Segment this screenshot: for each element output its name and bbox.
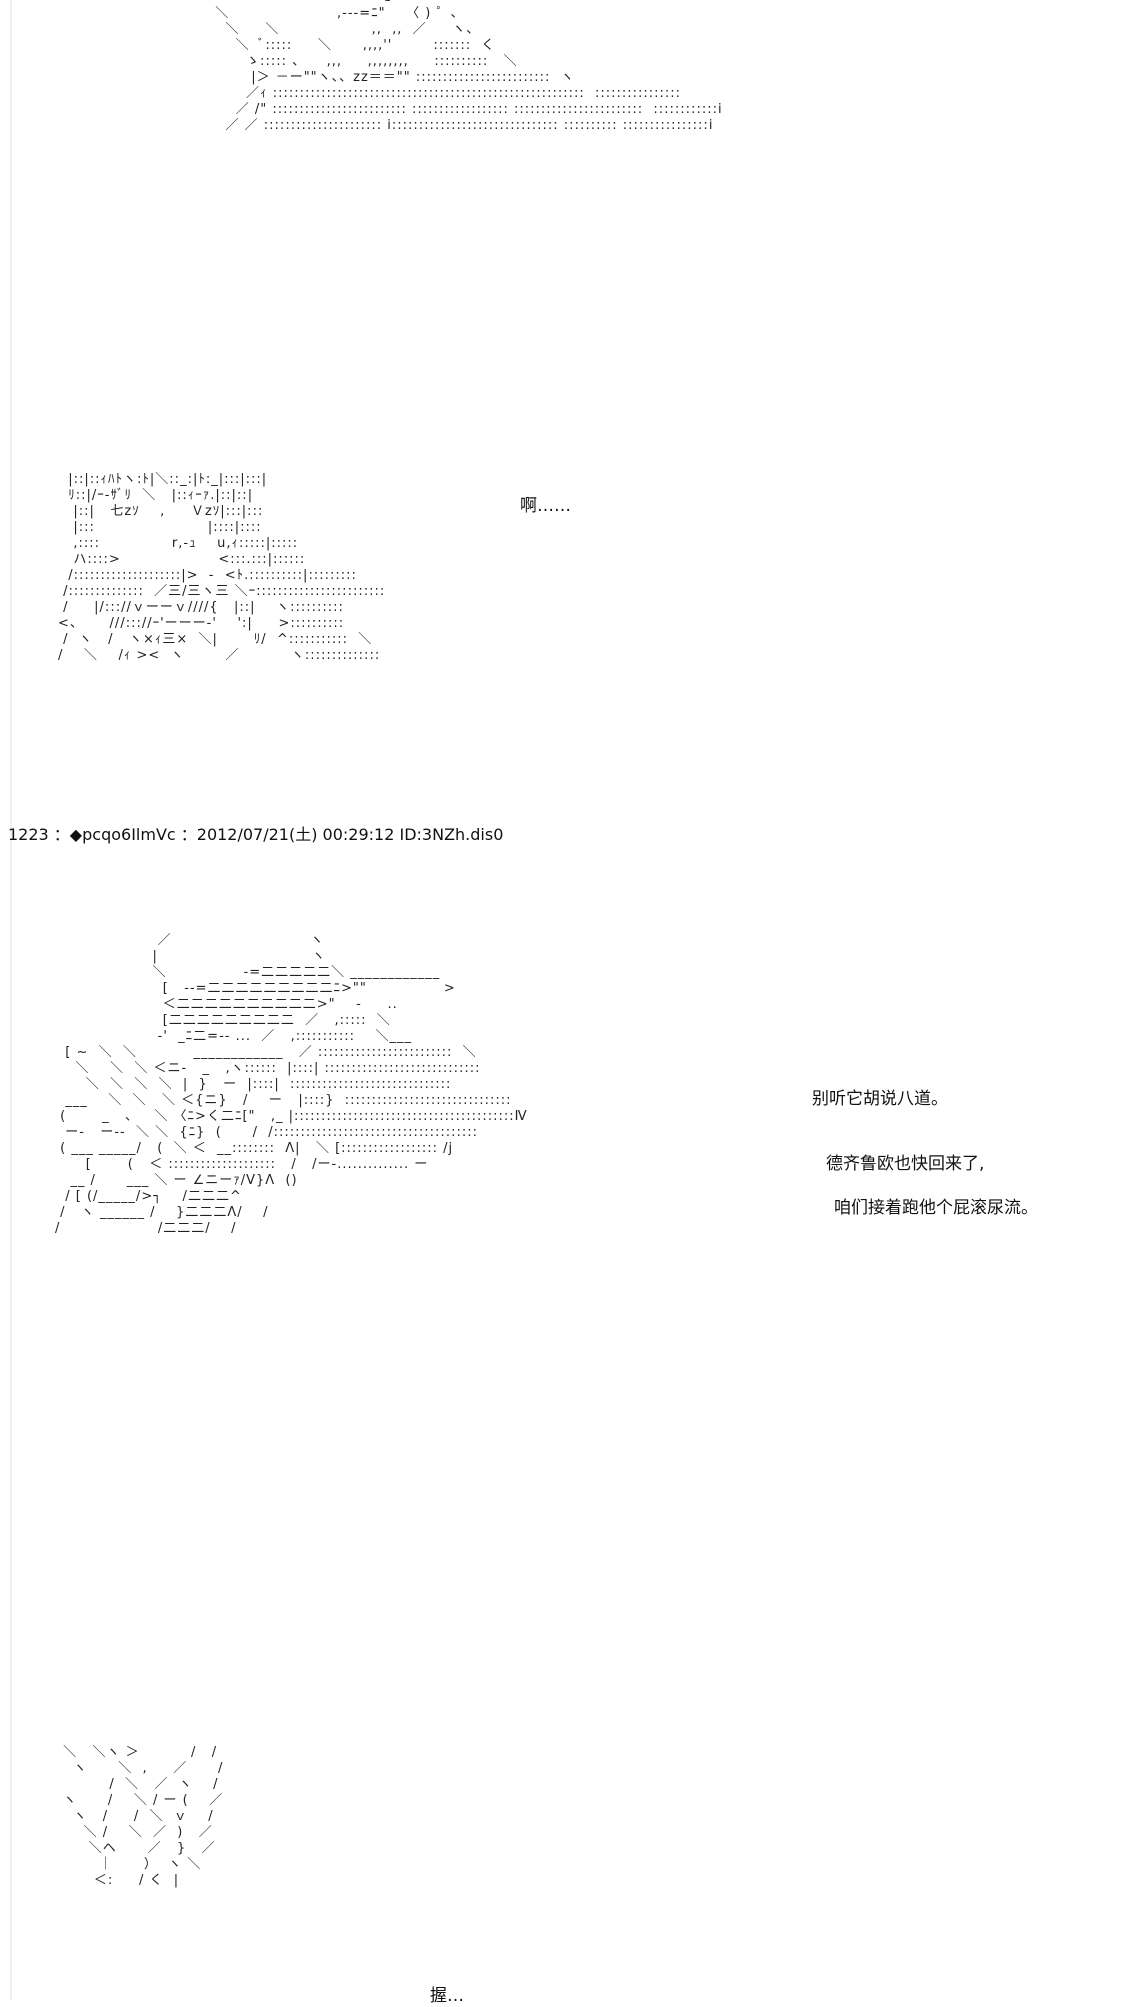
dialogue-line-3: 咱们接着跑他个屁滚尿流。 bbox=[834, 1198, 1038, 1218]
ascii-art-sleeping-creature: ー--ｭ丶 ＼ ,---=ﾆ" 〈 ) ゜、 ＼ ＼ ,, ,, ／ ヽ、 ＼ … bbox=[215, 0, 723, 133]
page-left-border bbox=[10, 0, 12, 2000]
dialogue-ah: 啊…… bbox=[520, 496, 571, 516]
dialogue-grab: 握… bbox=[430, 1986, 464, 2006]
ascii-art-bottom-figure: ＼ ＼ヽ ＞ / / ヽ ＼ , ／ / / ＼ ／ ヽ / ヽ / ＼ / ー… bbox=[63, 1745, 224, 1888]
ascii-art-character-closeup: |::|::ｨﾊﾄヽ:ﾄ|＼::_:|ﾄ:_|:::|:::| ﾘ::|/ｰ-ｻ… bbox=[58, 472, 386, 663]
post-header: 1223 ：◆pcqo6IlmVc ：2012/07/21(土) 00:29:1… bbox=[8, 825, 504, 844]
dialogue-line-2: 德齐鲁欧也快回来了, bbox=[826, 1154, 985, 1174]
dialogue-line-1: 别听它胡说八道。 bbox=[812, 1089, 948, 1109]
ascii-art-action-scene: ／ ヽ | ヽ ＼ -=二二二二二＼ ____________ [ --=二二二… bbox=[55, 933, 528, 1236]
